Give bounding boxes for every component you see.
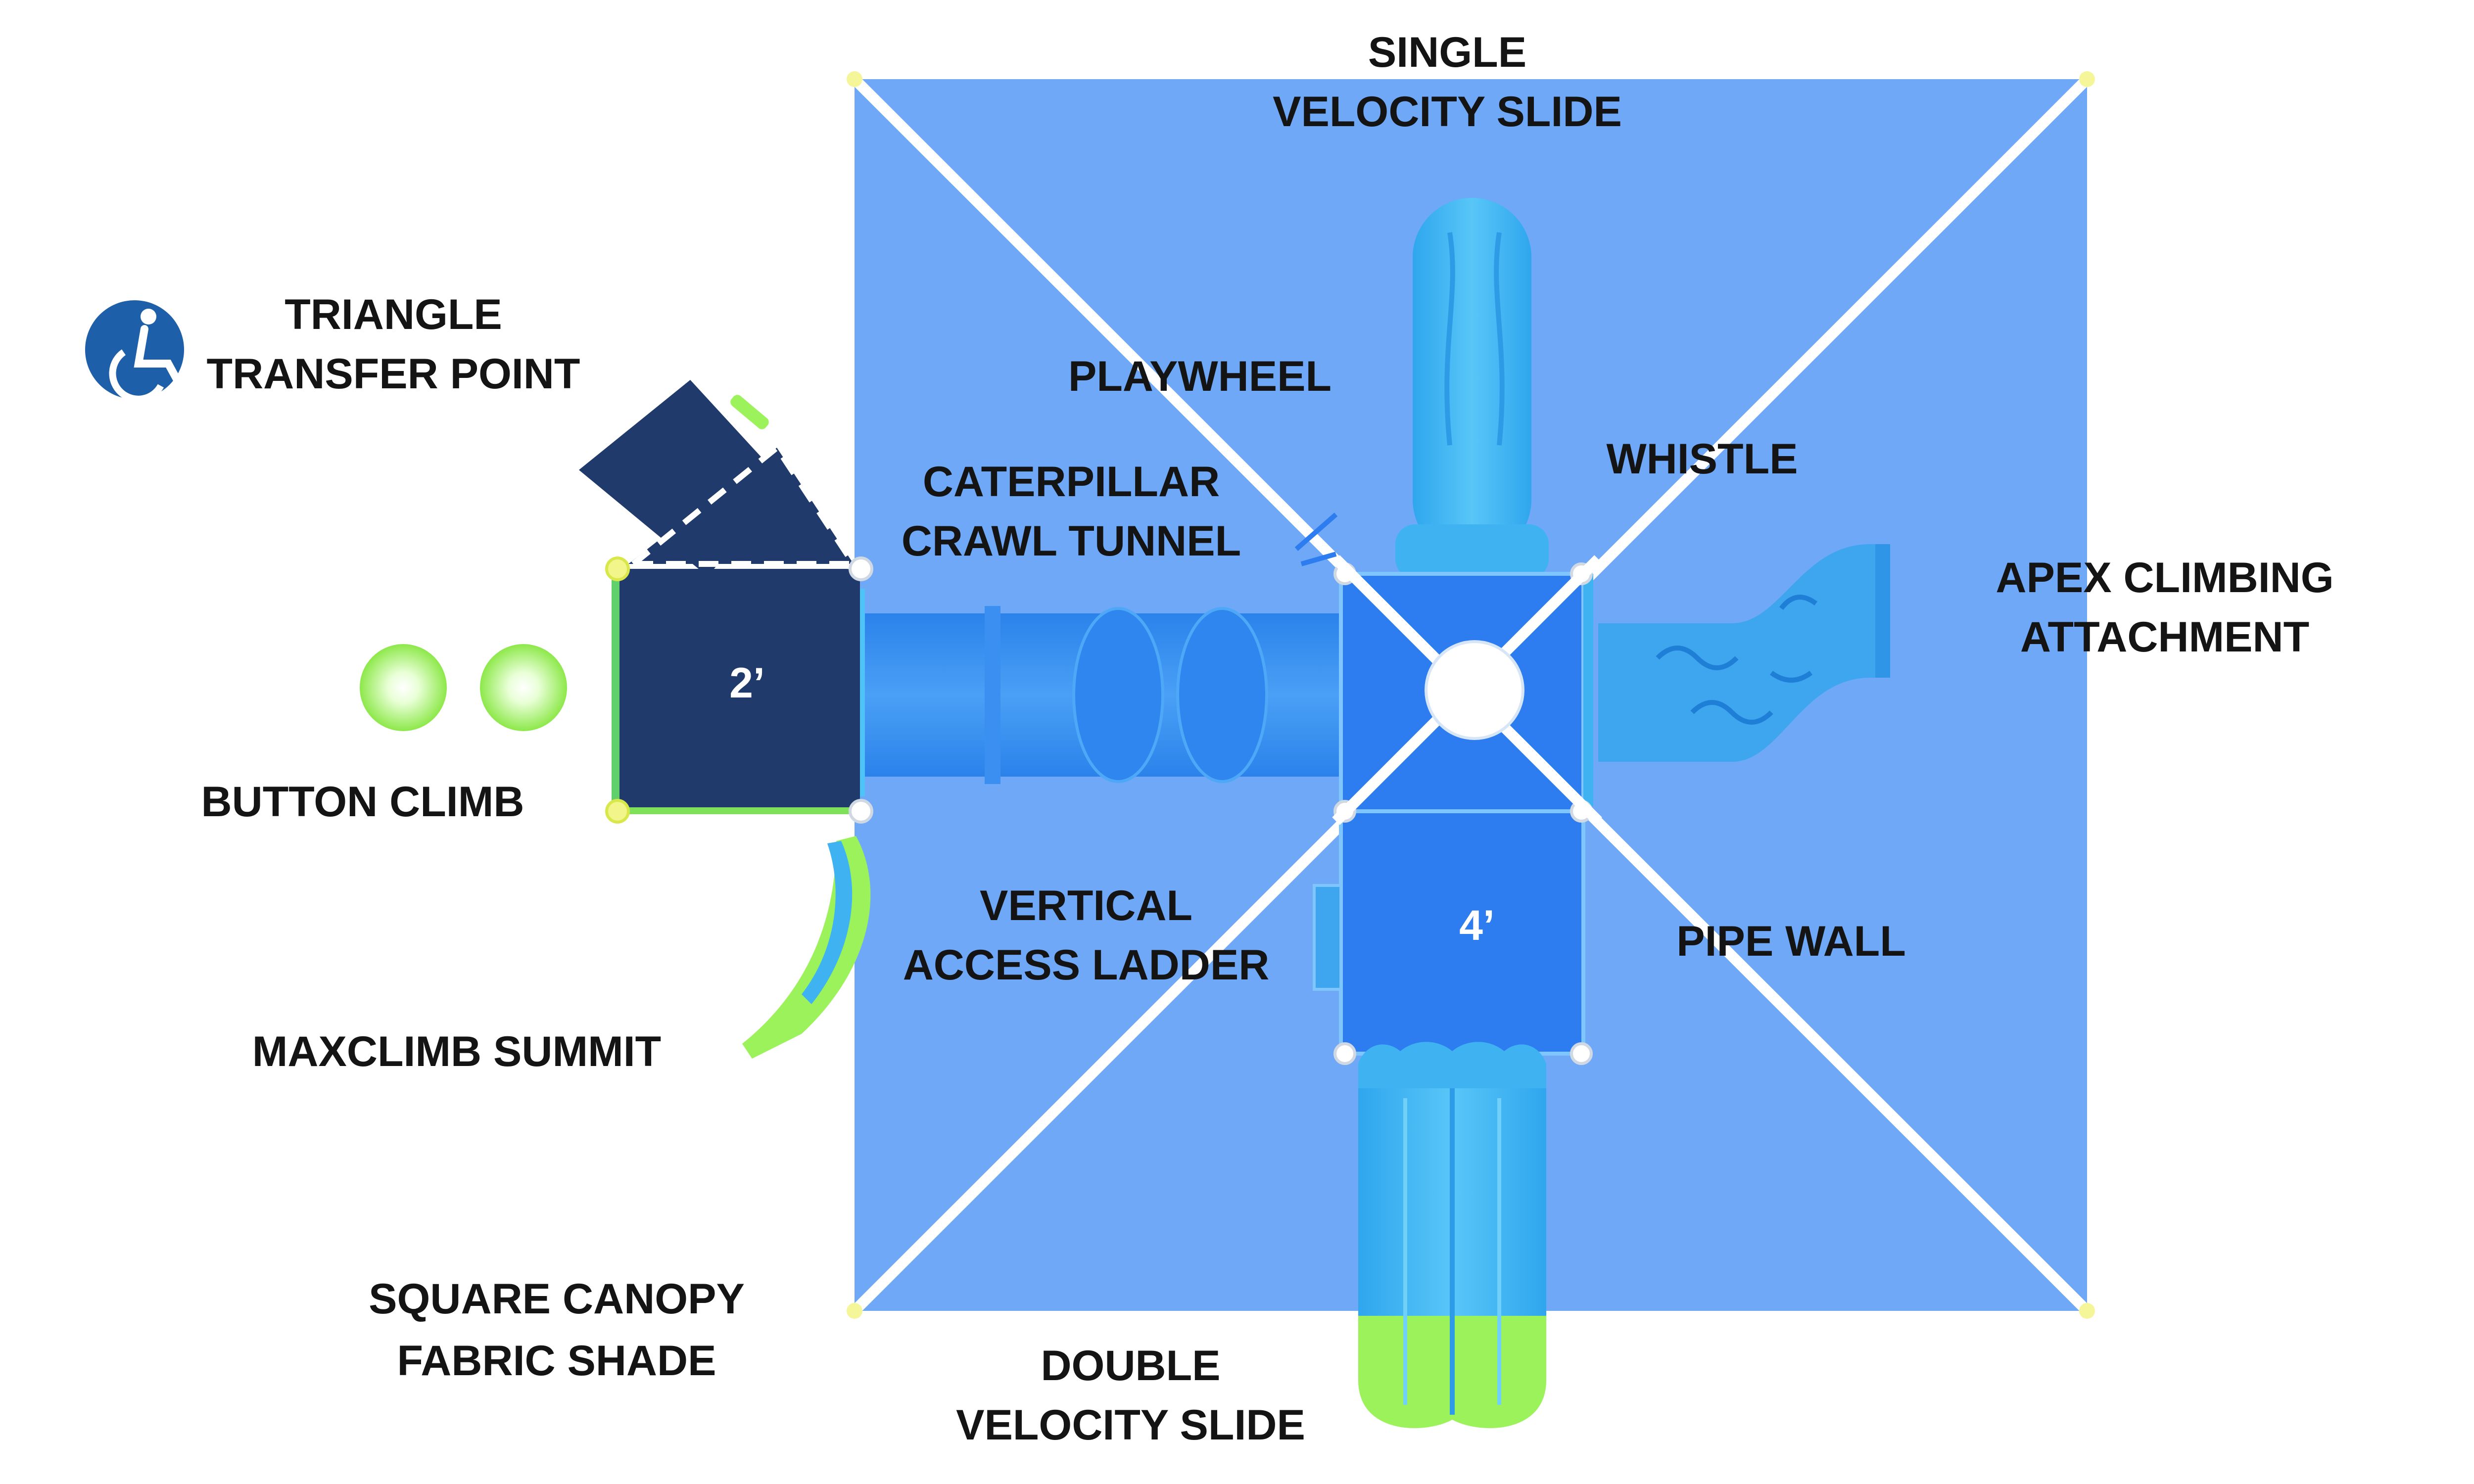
large-deck: 4’ [1313, 562, 1593, 1065]
apex-climbing-attachment [1598, 544, 1890, 762]
double-velocity-slide [1358, 1042, 1546, 1429]
label-caterpillar-line2: CRAWL TUNNEL [902, 517, 1241, 565]
label-vertical-ladder-line1: VERTICAL [980, 882, 1192, 929]
label-apex-line1: APEX CLIMBING [1996, 554, 2333, 602]
label-maxclimb: MAXCLIMB SUMMIT [252, 1028, 661, 1075]
label-square-canopy-line1: SQUARE CANOPY [369, 1275, 745, 1323]
label-apex-line2: ATTACHMENT [2020, 613, 2309, 661]
small-deck-height: 2’ [729, 659, 765, 707]
label-square-canopy-line2: FABRIC SHADE [397, 1337, 716, 1385]
labels: SINGLE VELOCITY SLIDE TRIANGLE TRANSFER … [201, 29, 2334, 1449]
button-climb [360, 644, 567, 731]
large-deck-height: 4’ [1459, 902, 1495, 949]
label-double-velocity-line2: VELOCITY SLIDE [956, 1401, 1305, 1449]
label-triangle-transfer-line2: TRANSFER POINT [207, 350, 580, 398]
label-playwheel: PLAYWHEEL [1068, 353, 1332, 400]
maxclimb-summit [742, 836, 871, 1059]
label-button-climb: BUTTON CLIMB [201, 778, 524, 826]
label-whistle: WHISTLE [1607, 435, 1798, 483]
single-velocity-slide [1395, 198, 1549, 579]
whistle [1294, 512, 1338, 566]
label-triangle-transfer-line1: TRIANGLE [285, 291, 502, 338]
label-vertical-ladder-line2: ACCESS LADDER [903, 941, 1270, 989]
caterpillar-crawl-tunnel [855, 589, 1356, 796]
label-single-velocity-slide-line2: VELOCITY SLIDE [1273, 88, 1622, 136]
label-caterpillar-line1: CATERPILLAR [923, 458, 1220, 506]
small-deck: 2’ [605, 556, 873, 824]
label-single-velocity-slide-line1: SINGLE [1368, 29, 1526, 76]
playwheel [1425, 640, 1524, 740]
label-pipe-wall: PIPE WALL [1676, 918, 1905, 965]
triangle-transfer-point [579, 380, 856, 576]
wheelchair-accessibility-icon [85, 300, 187, 403]
label-double-velocity-line1: DOUBLE [1041, 1342, 1220, 1390]
